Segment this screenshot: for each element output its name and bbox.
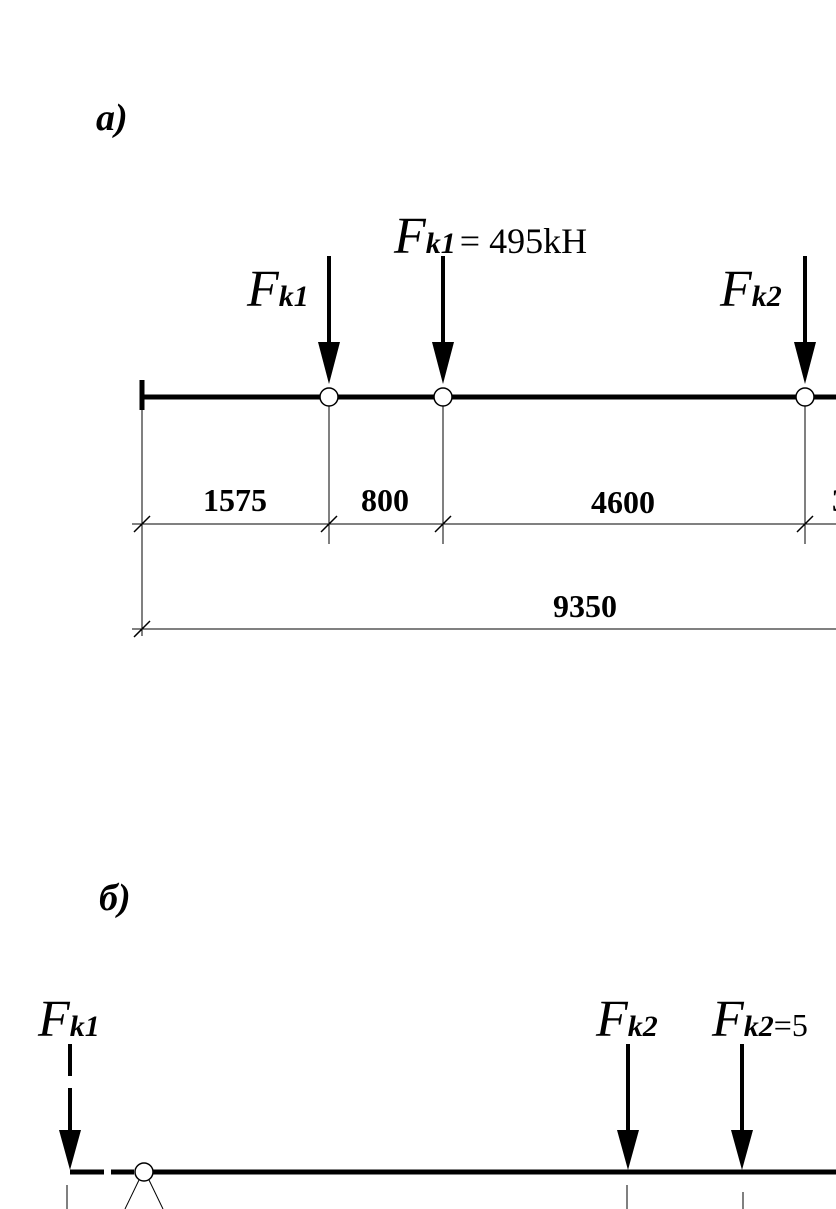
- dimension-tick: [133, 620, 151, 638]
- force-arrow-b1: [59, 1044, 81, 1170]
- force-label-a3: Fk2: [719, 261, 782, 318]
- force-arrow-a3: [794, 256, 816, 384]
- support-leg: [148, 1179, 164, 1209]
- support-leg: [124, 1179, 140, 1209]
- force-label-a1: Fk1: [246, 261, 309, 318]
- dimension-label: 4600: [591, 484, 655, 520]
- dimension-label: 800: [361, 482, 409, 518]
- force-label-b3: Fk2=5: [711, 991, 808, 1048]
- dimension-tick: [434, 515, 452, 533]
- panel-b-label: б): [99, 877, 131, 919]
- dimension-label-total: 9350: [553, 588, 617, 624]
- panel-a-label: a): [96, 97, 128, 139]
- force-label-b1: Fk1: [37, 991, 100, 1048]
- force-label-a2: Fk1= 495kH: [393, 208, 587, 265]
- force-arrow-a2: [432, 256, 454, 384]
- dimension-tick: [133, 515, 151, 533]
- force-arrow-a1: [318, 256, 340, 384]
- support-hinge-b: [134, 1162, 154, 1182]
- dimension-tick: [796, 515, 814, 533]
- panel-a: a): [96, 97, 836, 638]
- hinge-a3: [795, 387, 815, 407]
- hinge-a1: [319, 387, 339, 407]
- force-arrow-b2: [617, 1044, 639, 1170]
- hinge-a2: [433, 387, 453, 407]
- force-arrow-b3: [731, 1044, 753, 1170]
- dimension-label: 3: [832, 482, 836, 518]
- force-label-b2: Fk2: [595, 991, 658, 1048]
- dimension-label: 1575: [203, 482, 267, 518]
- dimension-tick: [320, 515, 338, 533]
- panel-b: б) Fk1 Fk2: [37, 877, 836, 1209]
